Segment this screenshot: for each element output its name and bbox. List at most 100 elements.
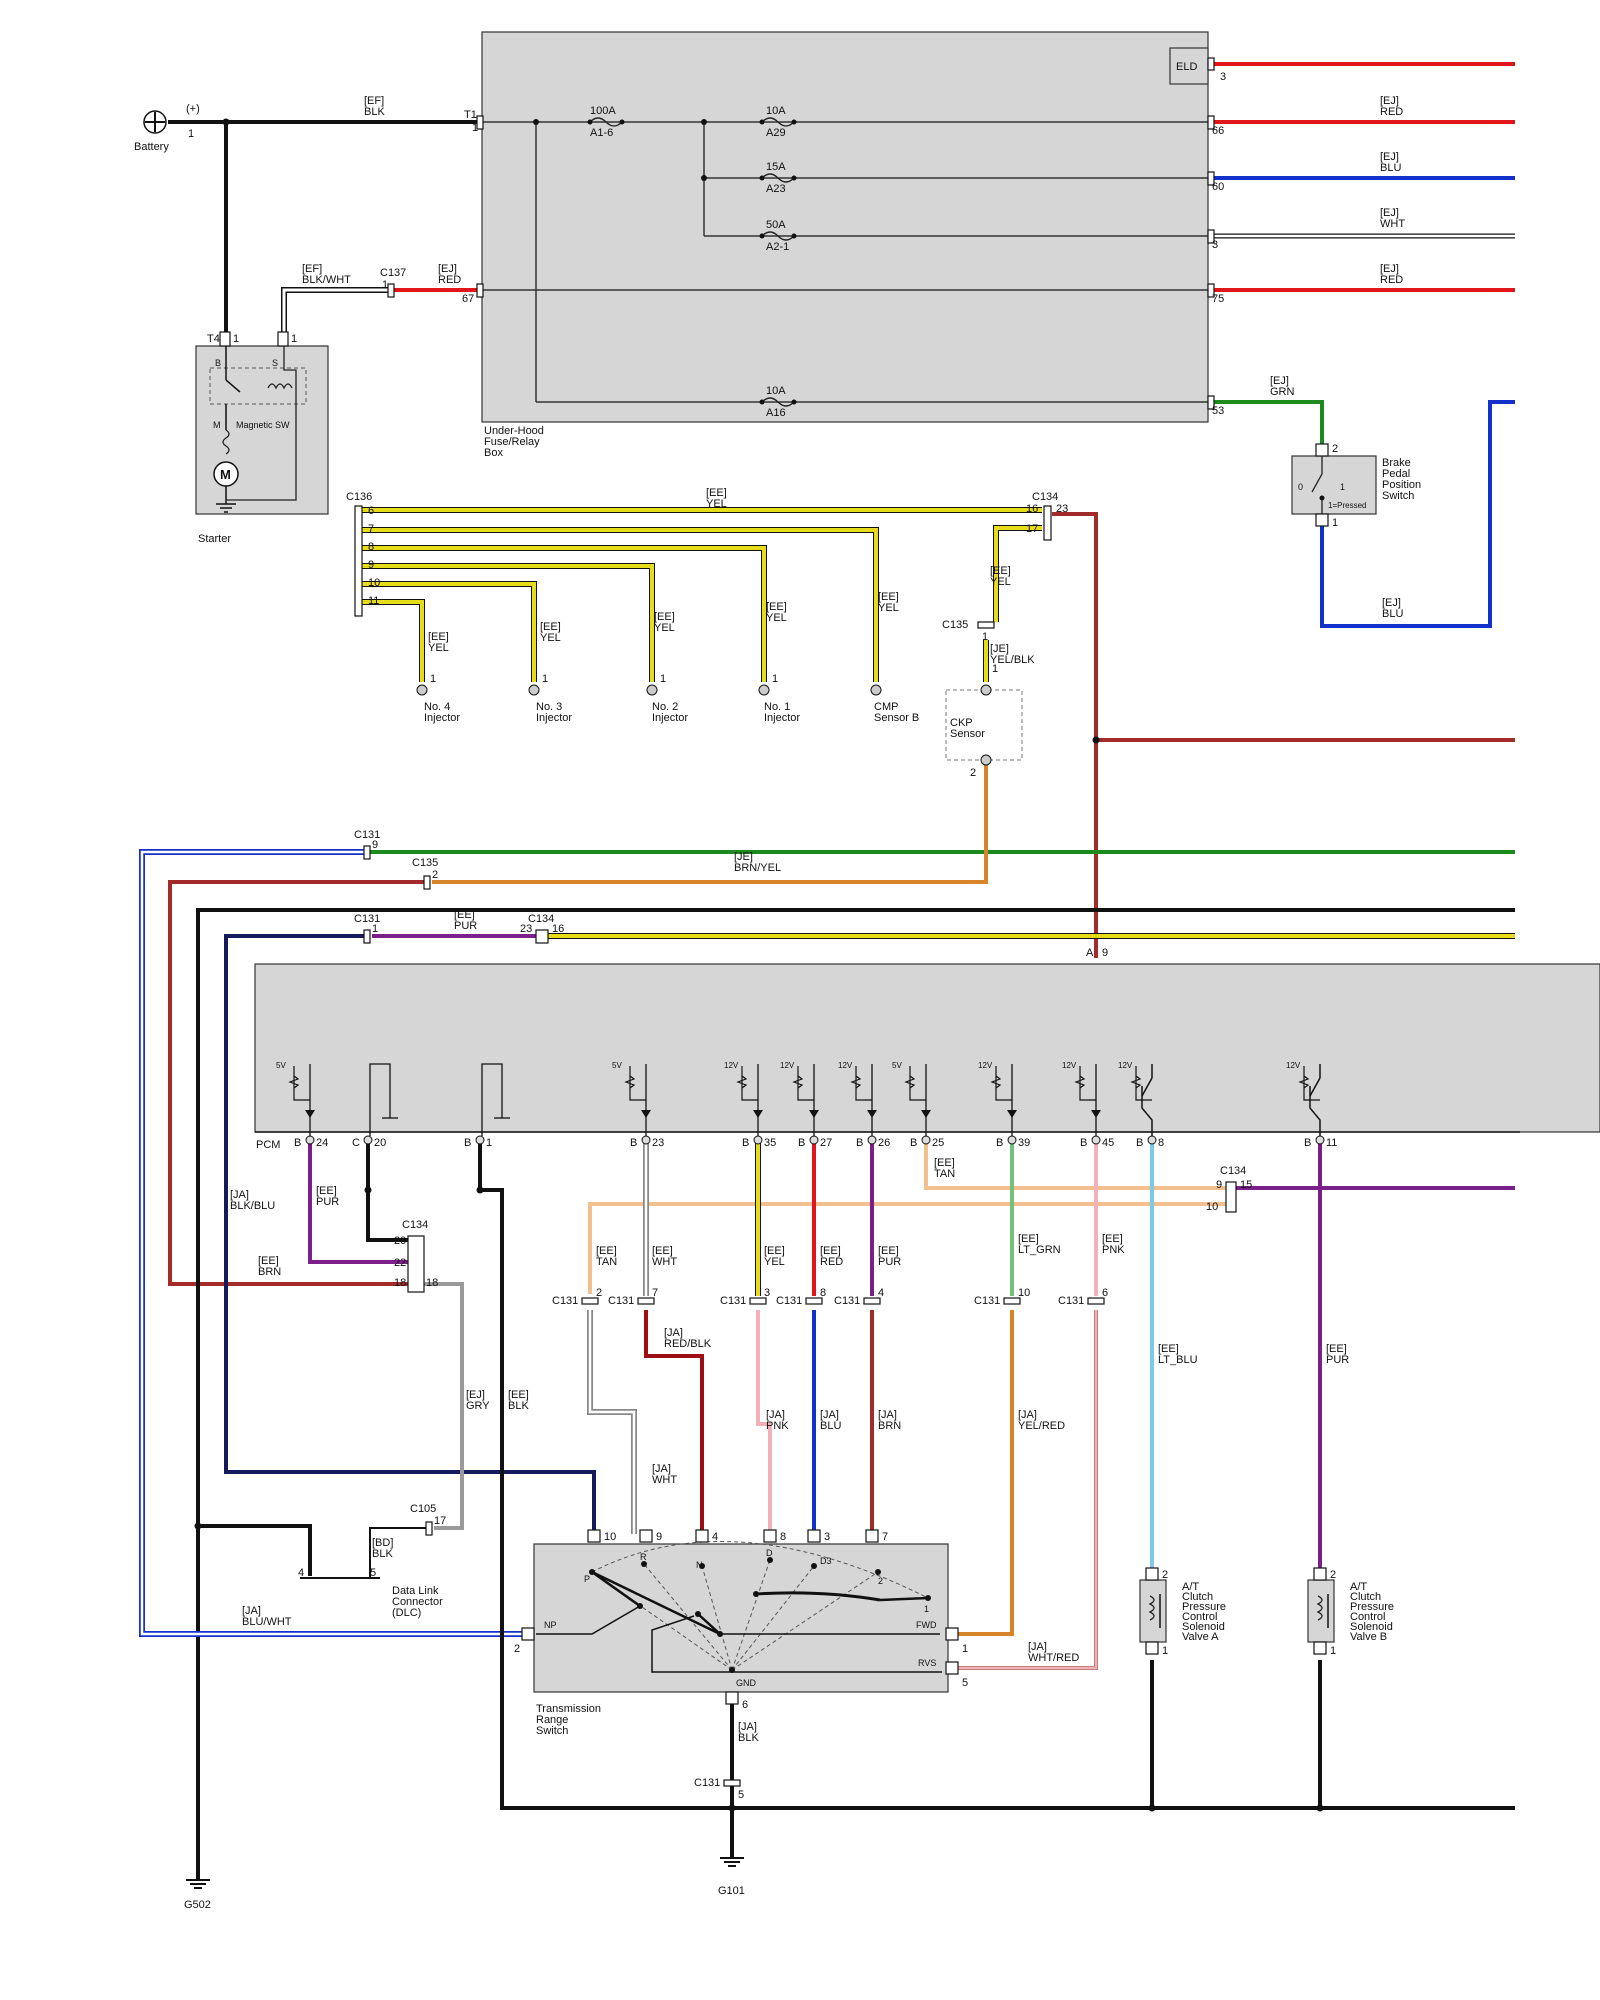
cmp-sensor-label: Sensor B: [874, 712, 919, 724]
fuse-box-title: Box: [484, 447, 503, 459]
c131-connector: [363, 929, 371, 944]
pin-label: 6: [742, 1699, 748, 1711]
wire-harness-label: [EJ]: [466, 1389, 485, 1401]
wire-color-label: YEL: [654, 622, 675, 634]
pcm-pin-bank: B: [1080, 1137, 1087, 1149]
wire-harness-label: [JA]: [738, 1721, 757, 1733]
starter-box: [195, 345, 329, 515]
connector-label: C134: [528, 913, 554, 925]
fuses: [222, 117, 797, 407]
wire-color-label: YEL: [540, 632, 561, 644]
wire-harness-label: [JE]: [734, 851, 753, 863]
wire-color-label: BLK: [508, 1400, 529, 1412]
pcm-pin-terminal: [305, 1135, 315, 1145]
wire-color-label: RED: [820, 1256, 843, 1268]
wire-harness-label: [JA]: [652, 1463, 671, 1475]
pcm-pullup-link: [293, 1090, 310, 1101]
wire-color-label: YEL: [706, 498, 727, 510]
c131-connector: [1087, 1297, 1105, 1305]
dlc-label: Data Link: [392, 1585, 439, 1597]
pcm-box: [254, 963, 1600, 1133]
c134-mid-connector: [535, 929, 549, 944]
wire-color-label: BLK: [738, 1732, 759, 1744]
pcm-pin-voltage: 12V: [1062, 1061, 1077, 1070]
pin-label: 23: [1056, 503, 1068, 515]
connector-label: C134: [1032, 491, 1058, 503]
pcm-pin-voltage: 12V: [724, 1061, 739, 1070]
connector-label: C131: [354, 913, 380, 925]
pin-label: 67: [462, 293, 474, 305]
solenoid-a: [1139, 1567, 1167, 1655]
pcm-pin-number: 1: [486, 1137, 492, 1149]
pin-label: 75: [1212, 293, 1224, 305]
pcm-pin-number: 27: [820, 1137, 832, 1149]
pin-label: 10: [368, 577, 380, 589]
connector-label: C131: [608, 1295, 634, 1307]
ground-label: G502: [184, 1899, 211, 1911]
pin-label: 4: [298, 1567, 304, 1579]
wire-harness-label: [EE]: [454, 909, 475, 921]
c134-left-connector: [407, 1235, 425, 1293]
solenoid-label: Solenoid: [1182, 1621, 1225, 1633]
wire-color-label: BLU: [820, 1420, 841, 1432]
wire-harness-label: [JA]: [1018, 1409, 1037, 1421]
pin-label: T1: [464, 109, 477, 121]
pin-label: 1: [372, 923, 378, 935]
solenoid-label: Solenoid: [1350, 1621, 1393, 1633]
wire-color-label: BRN/YEL: [734, 862, 781, 874]
pin-label: 9: [368, 559, 374, 571]
wire-color-label: YEL: [990, 576, 1011, 588]
pin-label: 18: [426, 1277, 438, 1289]
pcm-pin-number: 26: [878, 1137, 890, 1149]
pcm-resistor-icon: [1074, 1075, 1086, 1089]
injector-label: No. 1: [764, 701, 790, 713]
c134-right-connector: [1225, 1181, 1237, 1213]
wire-harness-label: [EF]: [302, 263, 322, 275]
pin-label: 11: [368, 595, 379, 607]
pcm-resistor-icon: [736, 1075, 748, 1089]
pin-label: 3: [1220, 71, 1226, 83]
wire-color-label: GRY: [466, 1400, 490, 1412]
wire-color-label: BLK/BLU: [230, 1200, 275, 1212]
wire-color-label: BRN: [878, 1420, 901, 1432]
wire-harness-label: [JA]: [878, 1409, 897, 1421]
fuse-id: A29: [766, 127, 786, 139]
c131-connector: [637, 1297, 655, 1305]
battery-plus: (+): [186, 103, 200, 115]
pin-label: 2: [1332, 443, 1338, 455]
pin-label: 1: [1162, 1645, 1168, 1657]
c131-connector: [863, 1297, 881, 1305]
pcm-pin-voltage: 5V: [276, 1061, 286, 1070]
wire-color-label: YEL: [766, 612, 787, 624]
pcm-pin-number: 23: [652, 1137, 664, 1149]
brake-switch-label: Position: [1382, 479, 1421, 491]
pcm-pin-number: 11: [1326, 1137, 1337, 1149]
wire-color-label: BLU: [1382, 608, 1403, 620]
diode-icon: [1007, 1110, 1017, 1118]
pcm-pin-terminal: [753, 1135, 763, 1145]
fuse-box-pins: [476, 57, 1215, 410]
pcm-pin-bank: B: [294, 1137, 301, 1149]
wire-color-label: BLK/WHT: [302, 274, 351, 286]
pin-label: M: [213, 420, 221, 430]
fuse-rating: 10A: [766, 385, 786, 397]
c131-connector: [805, 1297, 823, 1305]
eld-box: [1169, 47, 1209, 85]
pin-label: 6: [1102, 1287, 1108, 1299]
pin-label: 16: [552, 923, 564, 935]
wire-harness-label: [JA]: [820, 1409, 839, 1421]
wire-color-label: YEL/BLK: [990, 654, 1035, 666]
pcm-pin-terminal: [1147, 1135, 1157, 1145]
pin-label: 18: [394, 1277, 406, 1289]
pcm-pin-terminal: [475, 1135, 485, 1145]
switch-pos-label: 1=Pressed: [1328, 501, 1366, 510]
wire-harness-label: [EE]: [706, 487, 727, 499]
solenoid-label: Control: [1182, 1611, 1217, 1623]
trs-terminal-label: FWD: [916, 1620, 937, 1630]
battery-icon: [143, 110, 167, 134]
fuse-id: A23: [766, 183, 786, 195]
solenoid-b: [1307, 1567, 1335, 1655]
diode-icon: [753, 1110, 763, 1118]
connector-label: C131: [1058, 1295, 1084, 1307]
